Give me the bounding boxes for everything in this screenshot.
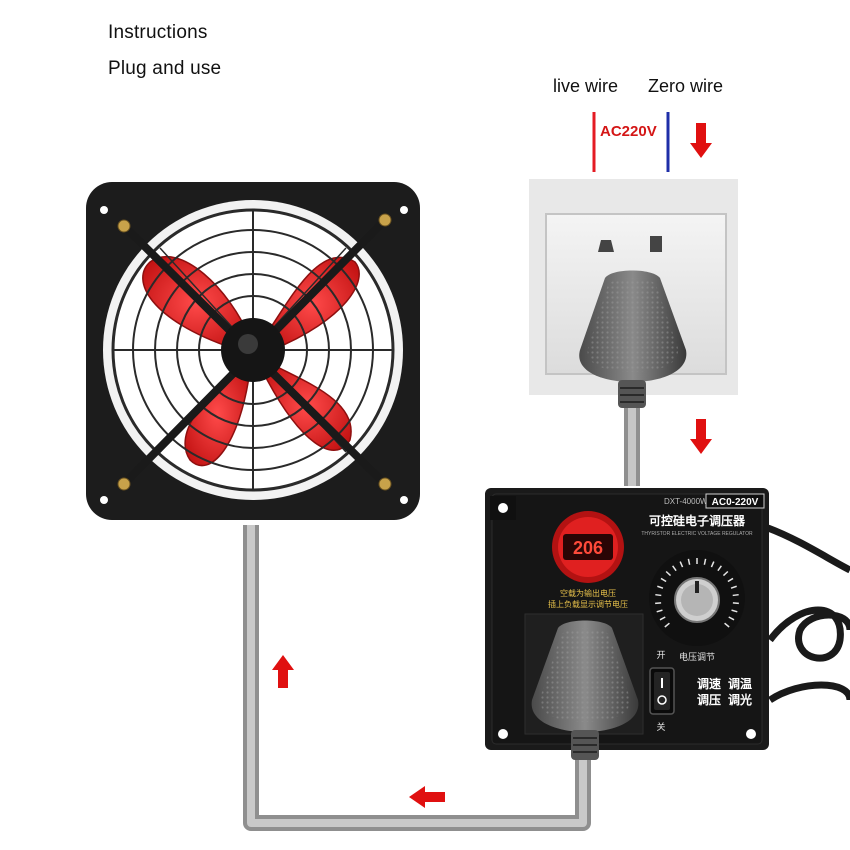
dial-tick xyxy=(659,616,666,621)
dial-tick xyxy=(717,565,722,572)
dial-tick xyxy=(732,593,739,597)
range-label: AC0-220V xyxy=(712,497,759,508)
regulator-note-2: 插上负载显示调节电压 xyxy=(548,599,628,609)
dial-tick xyxy=(727,577,734,583)
fn-temperature: 调温 xyxy=(728,677,752,691)
switch-on-label: 开 xyxy=(656,650,665,660)
plug-icon xyxy=(531,620,639,760)
exhaust-fan-icon xyxy=(86,182,420,520)
dial-tick xyxy=(664,622,670,628)
switch-off-label: 关 xyxy=(656,721,665,732)
dial-tick xyxy=(679,561,684,568)
coiled-cord xyxy=(766,524,850,703)
live-wire-label: live wire xyxy=(553,76,619,96)
dial-tick xyxy=(660,577,667,583)
fan-cable xyxy=(243,525,591,831)
arrow-up-icon xyxy=(272,655,294,688)
plug-icon xyxy=(579,270,687,408)
dial-tick xyxy=(657,585,664,589)
dial-tick xyxy=(703,558,707,565)
instructions-title: Instructions xyxy=(108,22,208,43)
fn-speed: 调速 xyxy=(697,676,721,691)
dial-tick xyxy=(656,609,663,613)
regulator-cn-title: 可控硅电子调压器 xyxy=(649,513,746,528)
dial-tick xyxy=(722,570,729,577)
dial-tick xyxy=(672,565,677,572)
knob-label: 电压调节 xyxy=(679,651,715,662)
instructions-subtitle: Plug and use xyxy=(108,58,222,79)
dial-tick xyxy=(687,558,691,565)
dial-tick xyxy=(728,616,735,621)
wall-wires xyxy=(592,112,670,172)
dial-tick xyxy=(655,593,662,597)
regulator-note-1: 空载为输出电压 xyxy=(560,588,616,598)
zero-wire-label: Zero wire xyxy=(648,76,724,96)
voltage-display: 206 xyxy=(573,538,603,558)
dial-tick xyxy=(710,561,715,568)
dial-tick xyxy=(724,622,730,628)
flow-arrows xyxy=(272,123,712,808)
arrow-left-icon xyxy=(409,786,445,808)
dial-tick xyxy=(730,585,737,589)
model-label: DXT-4000W xyxy=(664,497,708,506)
arrow-down-icon xyxy=(690,123,712,158)
regulator-en-subtitle: THYRISTOR ELECTRIC VOLTAGE REGULATOR xyxy=(641,531,753,537)
arrow-down-icon xyxy=(690,419,712,454)
supply-cable xyxy=(624,400,640,486)
ac-voltage-label: AC220V xyxy=(600,123,657,140)
fn-voltage: 调压 xyxy=(697,693,721,707)
dial-tick xyxy=(665,570,672,577)
dial-tick xyxy=(731,609,738,613)
dial-scale xyxy=(655,558,739,628)
fn-light: 调光 xyxy=(728,692,752,707)
